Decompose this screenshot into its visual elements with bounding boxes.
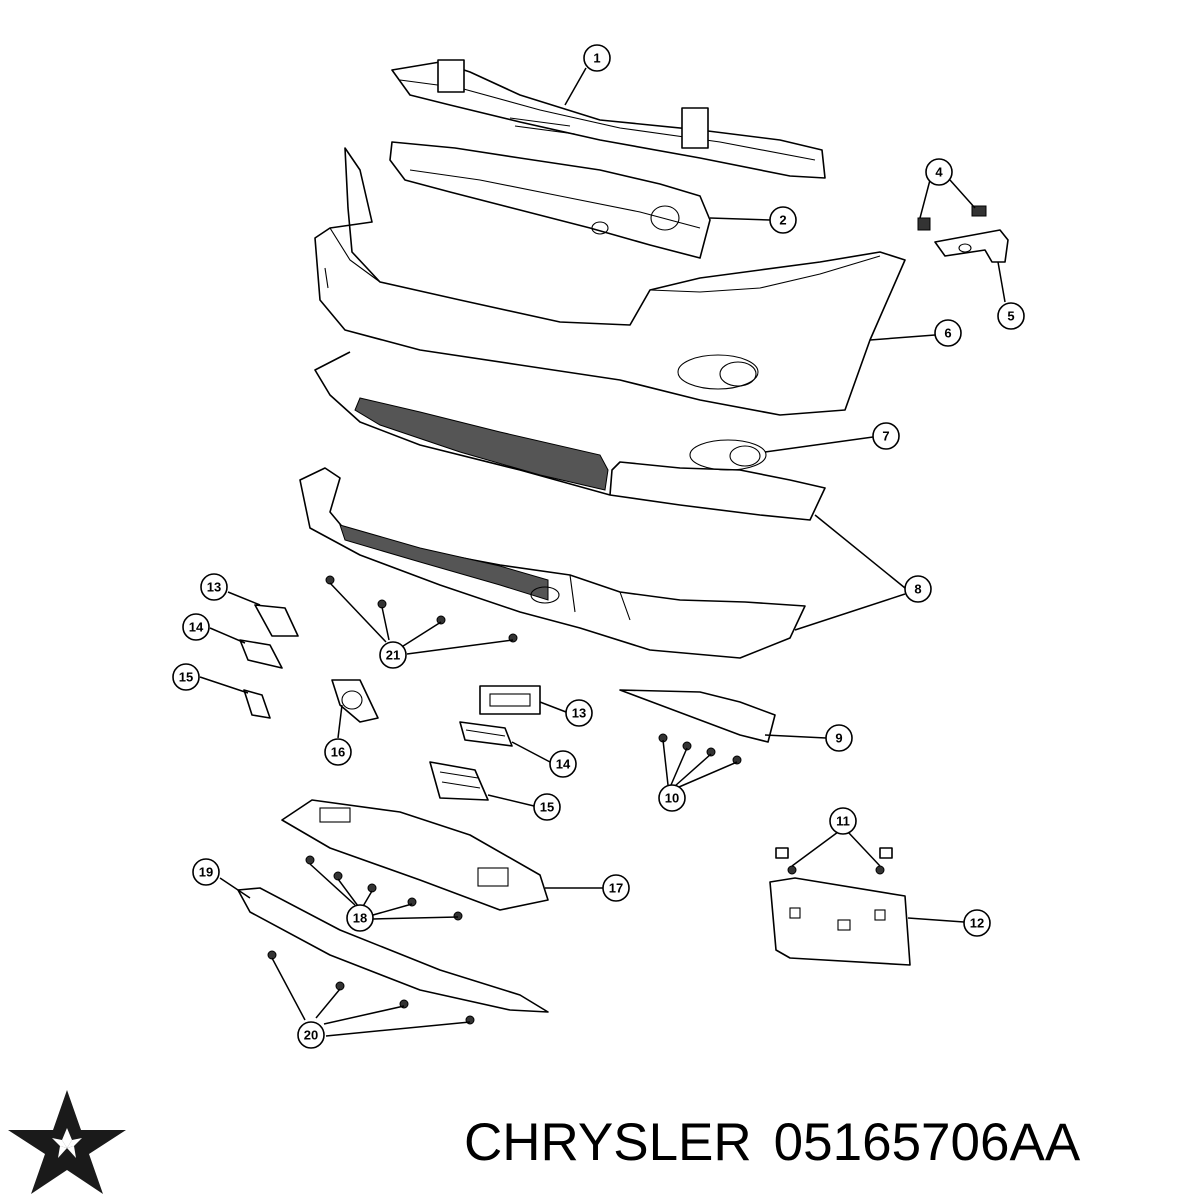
callout-label: 14 (189, 620, 204, 635)
part-number: 05165706AA (773, 1113, 1081, 1172)
part-5-bracket (934, 229, 1009, 263)
callout-label: 12 (970, 916, 984, 931)
callout-label: 15 (540, 800, 554, 815)
part-2-energy-absorber (389, 141, 711, 259)
callout-label: 6 (944, 326, 951, 341)
callout-4: 4 (925, 158, 953, 186)
callout-11: 11 (829, 807, 857, 835)
callout-label: 7 (882, 429, 889, 444)
chrysler-pentastar-icon (8, 1090, 126, 1194)
callout-13-right: 13 (565, 699, 593, 727)
callout-1: 1 (583, 44, 611, 72)
brand-name: CHRYSLER (464, 1113, 752, 1172)
callout-6: 6 (934, 319, 962, 347)
callout-15-right: 15 (533, 793, 561, 821)
part-15-vent-left (243, 689, 271, 719)
callout-label: 13 (572, 706, 586, 721)
part-13-fog-bezel-left (254, 604, 299, 637)
callout-label: 9 (835, 731, 842, 746)
callout-13-left: 13 (200, 573, 228, 601)
part-14-insert-left (239, 639, 283, 669)
part-4-clips (917, 205, 987, 231)
callout-label: 19 (199, 865, 213, 880)
part-1-reinforcement-beam (391, 59, 826, 179)
callout-label: 5 (1007, 309, 1014, 324)
callout-15-left: 15 (172, 663, 200, 691)
callout-label: 4 (935, 165, 943, 180)
callout-label: 14 (556, 757, 571, 772)
part-7-lower-fascia-grille (314, 351, 826, 521)
callout-label: 8 (914, 582, 921, 597)
callout-label: 21 (386, 648, 400, 663)
part-9-side-trim (619, 689, 776, 743)
part-17-skid-plate (281, 799, 549, 911)
part-14-insert-right (459, 721, 513, 747)
callout-label: 16 (331, 745, 345, 760)
callout-label: 11 (836, 814, 850, 829)
callout-14-left: 14 (182, 613, 210, 641)
callout-17: 17 (602, 874, 630, 902)
callout-18: 18 (346, 904, 374, 932)
callout-label: 2 (779, 213, 786, 228)
part-16-fog-bezel (331, 679, 379, 723)
callout-19: 19 (192, 858, 220, 886)
part-12-license-bracket (769, 877, 911, 966)
callout-label: 15 (179, 670, 193, 685)
callout-16: 16 (324, 738, 352, 766)
part-18-fasteners (305, 855, 463, 921)
part-15-vent-right (429, 761, 489, 801)
callout-12: 12 (963, 909, 991, 937)
callout-label: 18 (353, 911, 367, 926)
callout-14-right: 14 (549, 750, 577, 778)
part-19-trim-strip (237, 887, 549, 1013)
part-10-fasteners (658, 733, 742, 765)
callout-20: 20 (297, 1021, 325, 1049)
callout-9: 9 (825, 724, 853, 752)
callout-label: 1 (593, 51, 600, 66)
callout-7: 7 (872, 422, 900, 450)
part-13-fog-bezel-right (479, 685, 541, 715)
callout-8: 8 (904, 575, 932, 603)
part-8-lower-valance (299, 467, 806, 659)
part-title: CHRYSLER 05165706AA (464, 1108, 1194, 1178)
callout-10: 10 (658, 784, 686, 812)
callout-label: 17 (609, 881, 623, 896)
leader-lines (199, 67, 1006, 1037)
callout-label: 10 (665, 791, 679, 806)
callout-label: 13 (207, 580, 221, 595)
callout-label: 20 (304, 1028, 318, 1043)
part-11-clips (775, 847, 893, 875)
callout-5: 5 (997, 302, 1025, 330)
callout-21: 21 (379, 641, 407, 669)
callout-2: 2 (769, 206, 797, 234)
